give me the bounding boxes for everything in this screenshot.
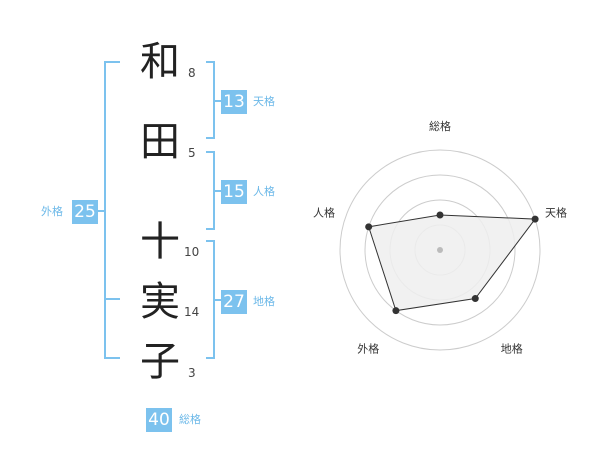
radar-point xyxy=(365,223,373,231)
stroke-count-5: 3 xyxy=(188,366,196,380)
radar-axis-label: 外格 xyxy=(357,342,379,356)
chikaku-value: 27 xyxy=(221,290,247,314)
chikaku-bracket xyxy=(206,240,215,359)
gaikaku-tick xyxy=(104,298,120,300)
radar-axis-label: 総格 xyxy=(429,119,451,133)
radar-ring xyxy=(339,149,541,351)
chikaku-connector xyxy=(215,299,221,301)
radar-point xyxy=(531,215,539,223)
radar-point xyxy=(436,211,444,219)
jinkaku-bracket xyxy=(206,151,215,230)
soukaku-value: 40 xyxy=(146,408,172,432)
name-char-2: 田 xyxy=(140,119,180,165)
stroke-count-2: 5 xyxy=(188,146,196,160)
name-char-1: 和 xyxy=(140,39,180,85)
radar-axis-label: 地格 xyxy=(501,342,523,356)
radar-ring xyxy=(364,174,516,326)
chikaku-label: 地格 xyxy=(253,295,275,308)
tenkaku-connector xyxy=(215,100,221,102)
radar-point xyxy=(392,307,400,315)
stroke-count-3: 10 xyxy=(184,245,200,259)
radar-point xyxy=(471,295,479,303)
radar-area xyxy=(368,214,537,312)
tenkaku-value: 13 xyxy=(221,90,247,114)
gaikaku-value: 25 xyxy=(72,200,98,224)
gaikaku-connector xyxy=(98,210,104,212)
gaikaku-bracket xyxy=(104,61,120,359)
radar-center-dot xyxy=(437,247,443,253)
stroke-count-1: 8 xyxy=(188,66,196,80)
jinkaku-label: 人格 xyxy=(253,185,275,198)
jinkaku-connector xyxy=(215,190,221,192)
radar-axis-label: 人格 xyxy=(313,205,335,219)
stroke-count-4: 14 xyxy=(184,305,200,319)
jinkaku-value: 15 xyxy=(221,180,247,204)
gaikaku-label: 外格 xyxy=(41,205,63,218)
name-char-4: 実 xyxy=(140,279,180,325)
name-char-5: 子 xyxy=(140,339,180,385)
name-char-3: 十 xyxy=(140,219,180,265)
radar-axis-label: 天格 xyxy=(545,205,567,219)
soukaku-label: 総格 xyxy=(179,413,201,426)
tenkaku-label: 天格 xyxy=(253,95,275,108)
tenkaku-bracket xyxy=(206,61,215,139)
